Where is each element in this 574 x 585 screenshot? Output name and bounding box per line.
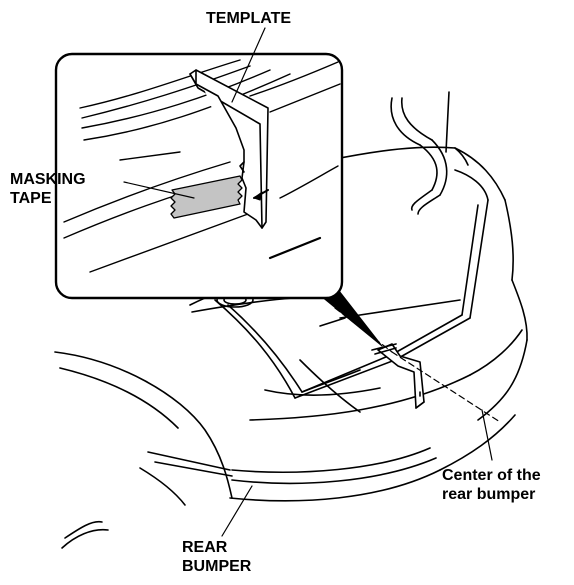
detail-inset <box>54 52 344 300</box>
center-of-rear-bumper-label: Center of the rear bumper <box>442 466 541 504</box>
masking-tape-label: MASKING TAPE <box>10 170 86 208</box>
rear-bumper-label-line1: REAR <box>182 539 228 556</box>
masking-tape <box>170 175 243 219</box>
trunk-lid <box>390 91 469 215</box>
callout-pointer <box>315 291 383 347</box>
masking-tape-label-line2: TAPE <box>10 190 52 207</box>
rear-bumper-label-line2: BUMPER <box>182 558 252 575</box>
masking-tape-label-line1: MASKING <box>10 171 86 188</box>
center-label-line1: Center of the <box>442 467 541 484</box>
arrow-icon <box>253 189 269 201</box>
center-label-line2: rear bumper <box>442 486 536 503</box>
template-label: TEMPLATE <box>206 10 292 27</box>
trunk-opening <box>214 169 489 399</box>
leader-lines <box>123 27 493 537</box>
rear-bumper-label: REAR BUMPER <box>182 538 251 576</box>
car-rear-body <box>54 146 528 549</box>
template-piece <box>189 69 269 229</box>
template-on-bumper <box>371 343 425 409</box>
